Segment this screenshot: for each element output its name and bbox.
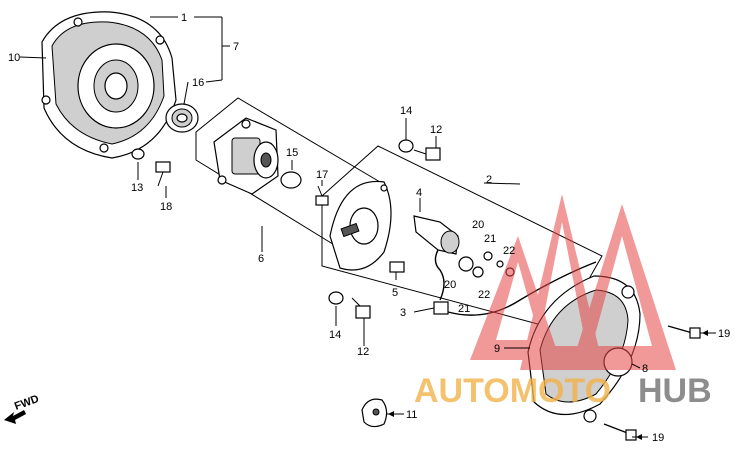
cam-5-part: [389, 261, 405, 273]
callout-12-top: 12: [430, 124, 442, 136]
callout-6: 6: [258, 253, 264, 265]
callout-14-top: 14: [400, 105, 412, 117]
watermark-logo: [470, 194, 676, 370]
callout-21-top: 21: [484, 233, 496, 245]
callout-15: 15: [286, 147, 298, 159]
washer-20-part: [458, 256, 474, 272]
condenser-3-part: [433, 301, 449, 315]
washer-14b-part: [328, 291, 344, 305]
watermark-text-hub: HUB: [638, 372, 712, 410]
screw-17-part: [315, 185, 329, 206]
bearing-part: [165, 103, 199, 133]
contact-breaker-assembly-part: [213, 117, 279, 195]
bolt-12-part: [413, 147, 441, 161]
callout-9: 9: [494, 343, 500, 355]
callout-7: 7: [233, 41, 239, 53]
screw-19b-part: [603, 423, 637, 441]
watermark-text-auto: AUTOMOTO: [414, 372, 611, 410]
callout-19-top: 19: [718, 328, 730, 340]
callout-3: 3: [400, 307, 406, 319]
washer-15-part: [280, 171, 302, 189]
leader-lines: [19, 16, 716, 438]
points-assembly-part: [413, 215, 460, 301]
callout-8: 8: [642, 363, 648, 375]
callout-22-top: 22: [503, 245, 515, 257]
bolt-18-part: [155, 161, 171, 187]
callout-21-low: 21: [458, 303, 470, 315]
arrow-19-low-icon: [636, 434, 642, 440]
callout-20-top: 20: [472, 219, 484, 231]
screw-19-part: [667, 325, 701, 339]
bolt-12b-part: [351, 297, 371, 319]
arrow-11-icon: [388, 411, 394, 417]
callout-4: 4: [416, 187, 422, 199]
forward-direction-indicator: FWD: [4, 393, 41, 424]
callout-12-low: 12: [357, 346, 369, 358]
housing-part: [41, 11, 177, 159]
callout-13: 13: [131, 182, 143, 194]
callout-18: 18: [160, 201, 172, 213]
callout-17: 17: [316, 169, 328, 181]
washer-21b-part: [483, 251, 493, 261]
washer-14-part: [398, 139, 414, 153]
callout-14-low: 14: [329, 329, 341, 341]
fwd-arrow-icon: [4, 410, 26, 424]
plug-11-part: [361, 398, 388, 428]
callout-16: 16: [192, 77, 204, 89]
washer-22b-part: [496, 260, 504, 268]
callout-5: 5: [392, 287, 398, 299]
callout-2: 2: [486, 174, 492, 186]
callout-19-low: 19: [652, 432, 664, 444]
callout-11: 11: [406, 409, 417, 421]
arrow-19-top-icon: [702, 330, 708, 336]
callout-labels: 10 1 7 16 13 18 15 17 6 14 12 2 4 20 21 …: [8, 12, 730, 444]
base-plate-part: [329, 180, 392, 271]
callout-20-low: 20: [444, 279, 456, 291]
callout-10: 10: [8, 52, 20, 64]
washer-13-part: [131, 148, 145, 160]
callout-22-low: 22: [478, 289, 490, 301]
fwd-label: FWD: [13, 393, 41, 413]
washer-21-part: [472, 266, 484, 278]
callout-1: 1: [181, 12, 187, 24]
